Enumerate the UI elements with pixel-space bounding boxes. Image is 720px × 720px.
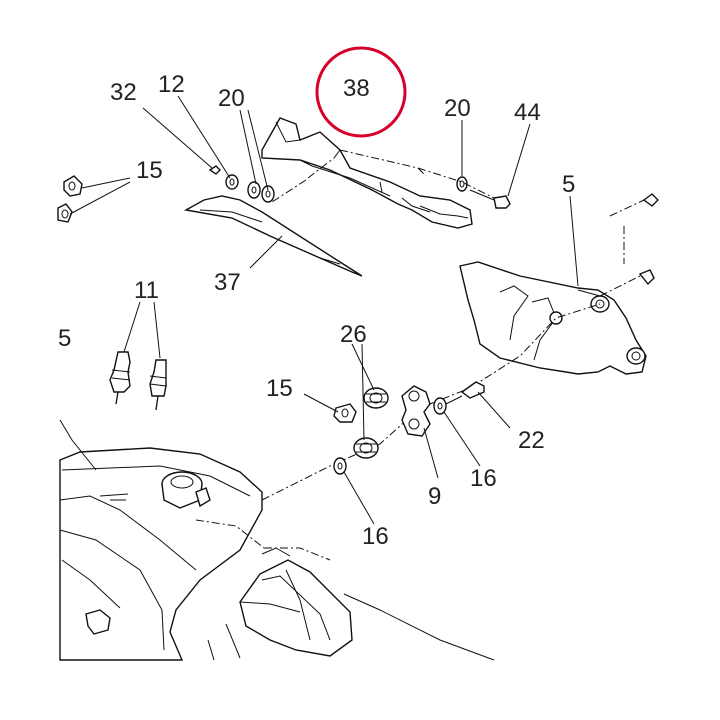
label-44: 44 [514, 99, 541, 126]
part-26-rubber-bushings [353, 387, 389, 459]
label-15-center: 15 [266, 375, 293, 402]
label-5-left: 5 [58, 325, 71, 352]
part-37-lower-cover [183, 195, 363, 277]
label-26: 26 [340, 321, 367, 348]
label-37: 37 [214, 269, 241, 296]
label-9: 9 [428, 483, 441, 510]
part-15-grommets-left [57, 175, 83, 223]
assembly-axis-lines-upper [271, 149, 495, 203]
part-16-washer-upper [433, 397, 447, 415]
label-22: 22 [518, 427, 545, 454]
label-16-right: 16 [470, 465, 497, 492]
washer-stack-32-12-20 [208, 165, 275, 203]
screws-upper-right [599, 193, 659, 297]
label-12: 12 [158, 71, 185, 98]
engine-tank-assembly [59, 419, 495, 661]
part-labels: 38 32 12 20 20 44 15 5 37 11 5 26 15 22 … [58, 71, 575, 550]
part-16-washer-lower [333, 457, 347, 475]
highlight-circle-38 [315, 46, 407, 138]
label-20-right: 20 [444, 95, 471, 122]
leader-lines [69, 95, 579, 525]
part-5-heat-shield [459, 261, 647, 375]
label-16-bottom: 16 [362, 523, 389, 550]
label-15-left: 15 [136, 157, 163, 184]
label-5: 5 [562, 171, 575, 198]
part-15-grommet-center [333, 403, 357, 423]
label-20-left: 20 [218, 85, 245, 112]
label-11: 11 [134, 277, 159, 304]
part-11-spark-plugs [109, 351, 167, 411]
label-32: 32 [110, 79, 137, 106]
part-22-bolt [445, 381, 485, 405]
main-assembly-axis [261, 303, 601, 501]
part-9-bracket [401, 385, 431, 437]
part-38-upper-cover [261, 117, 473, 229]
screw-44 [469, 189, 511, 209]
label-38: 38 [343, 75, 370, 102]
